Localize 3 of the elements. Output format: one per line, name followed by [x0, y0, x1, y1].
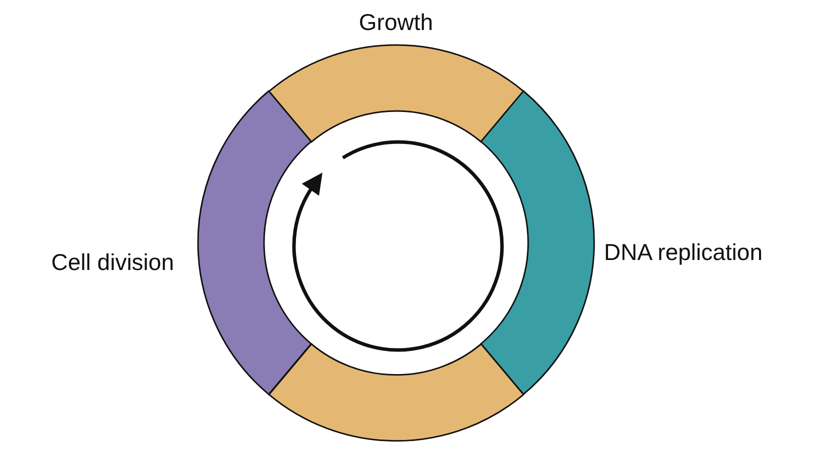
phase-label: Cell division — [50, 248, 174, 276]
phase-label: DNA replication — [604, 238, 764, 266]
phase-label: Growth — [358, 8, 434, 36]
